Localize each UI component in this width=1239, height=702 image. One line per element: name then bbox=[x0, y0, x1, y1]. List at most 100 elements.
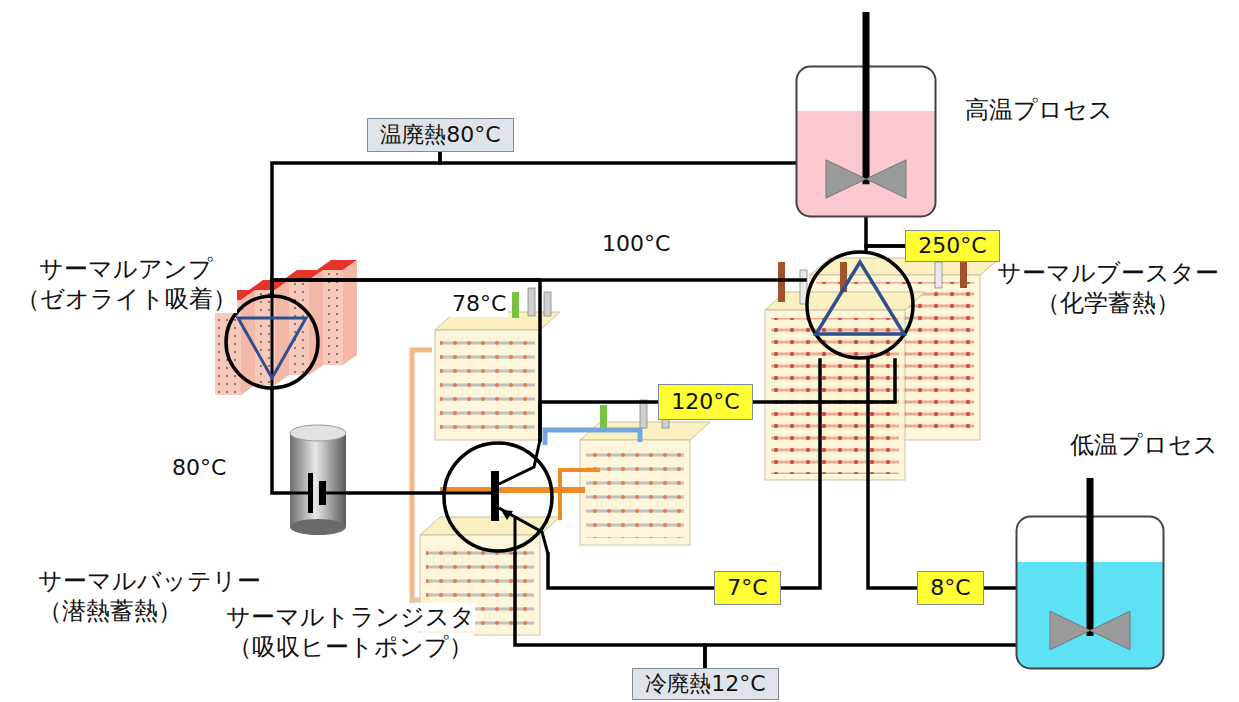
temperature-label: 100°C bbox=[600, 231, 672, 257]
pipe-line bbox=[781, 360, 820, 588]
drawing-part bbox=[512, 292, 519, 318]
pipe-path bbox=[272, 390, 290, 493]
temperature-text: 120°C bbox=[671, 391, 739, 413]
component-name: 高温プロセス bbox=[965, 95, 1115, 125]
drawing-part bbox=[560, 470, 600, 520]
pipe-path bbox=[548, 554, 714, 588]
thermal-transistor-symbol bbox=[441, 440, 555, 554]
drawing-part bbox=[778, 262, 785, 302]
drawing-part bbox=[343, 260, 357, 365]
drawing-part bbox=[600, 405, 607, 431]
component-name-text: サーマルアンプ （ゼオライト吸着） bbox=[16, 255, 237, 313]
drawing-part bbox=[863, 12, 870, 184]
pipe-line bbox=[753, 360, 895, 402]
pipe-line bbox=[272, 152, 440, 294]
drawing-part bbox=[290, 433, 346, 527]
thermal-battery-cylinder bbox=[290, 425, 346, 535]
thermal-booster-node: サーマルブースター （化学蓄熱） bbox=[805, 250, 915, 360]
drawing-part bbox=[1090, 611, 1130, 650]
pipe-path bbox=[781, 360, 820, 588]
temperature-text: 冷廃熱12°C bbox=[645, 673, 765, 695]
pipe-path bbox=[272, 152, 440, 294]
drawing-part bbox=[319, 481, 326, 505]
drawing-part bbox=[308, 473, 313, 513]
temperature-box: 冷廃熱12°C bbox=[632, 668, 779, 700]
temperature-text: 250°C bbox=[918, 235, 986, 257]
thermal-transistor-node: サーマルトランジスタ （吸収ヒートポンプ） bbox=[441, 440, 555, 554]
drawing-part bbox=[435, 330, 540, 440]
thermal-booster-symbol bbox=[805, 250, 915, 360]
pipe-line bbox=[272, 390, 290, 493]
process-tank bbox=[1015, 515, 1165, 670]
temperature-box: 250°C bbox=[905, 230, 1000, 262]
pipe-path bbox=[868, 360, 917, 588]
drawing-part bbox=[440, 338, 535, 434]
process-tank: 高温プロセス bbox=[795, 65, 937, 218]
temperature-text: 7°C bbox=[727, 577, 767, 599]
pipe-line bbox=[984, 588, 1015, 589]
drawing-part bbox=[586, 448, 684, 538]
temperature-box: 温廃熱80°C bbox=[367, 118, 514, 152]
drawing-part bbox=[640, 400, 647, 428]
component-name: サーマルアンプ （ゼオライト吸着） bbox=[10, 254, 242, 314]
pipe-line bbox=[440, 152, 795, 163]
pipe-line bbox=[866, 246, 905, 250]
drawing-part bbox=[960, 262, 967, 288]
pipe-path bbox=[866, 246, 905, 250]
absorption-heat-pump-vessels bbox=[410, 288, 710, 635]
drawing-part bbox=[807, 252, 913, 358]
drawing-part bbox=[866, 160, 906, 198]
drawing-part bbox=[826, 160, 866, 198]
pipe-path bbox=[272, 280, 540, 440]
drawing-part bbox=[771, 318, 899, 474]
pipe-path bbox=[515, 554, 705, 668]
drawing-part bbox=[290, 425, 346, 441]
pipe-path bbox=[272, 280, 805, 294]
drawing-part bbox=[545, 430, 640, 445]
pipe-line bbox=[346, 493, 441, 494]
drawing-part bbox=[816, 262, 904, 334]
drawing-part bbox=[501, 510, 513, 520]
drawing-part bbox=[1050, 611, 1090, 650]
pipe-line bbox=[866, 218, 905, 246]
drawing-part bbox=[514, 518, 517, 554]
drawing-part bbox=[290, 519, 346, 535]
pipe-line bbox=[540, 402, 658, 440]
drawing-part bbox=[580, 400, 710, 545]
process-tank: 低温プロセス bbox=[1015, 515, 1165, 670]
pipe-path bbox=[753, 360, 895, 402]
drawing-part bbox=[935, 262, 942, 288]
temperature-label: 80°C bbox=[170, 455, 228, 481]
pipe-line bbox=[705, 645, 1015, 668]
drawing-part bbox=[238, 318, 306, 378]
pipe-path bbox=[705, 645, 1015, 668]
drawing-part bbox=[441, 492, 491, 495]
chemical-storage-vessels bbox=[765, 258, 1000, 480]
process-tank bbox=[795, 65, 937, 218]
pipe-line bbox=[272, 280, 805, 294]
pipe-line bbox=[272, 280, 540, 440]
temperature-text: 温廃熱80°C bbox=[380, 124, 500, 146]
drawing-part bbox=[326, 492, 346, 495]
temperature-box: 120°C bbox=[658, 384, 753, 420]
drawing-part bbox=[1087, 478, 1094, 636]
temperature-label: 78°C bbox=[450, 291, 508, 317]
temperature-box: 8°C bbox=[917, 571, 984, 605]
component-name: サーマルトランジスタ （吸収ヒートポンプ） bbox=[218, 602, 482, 662]
pipe-path bbox=[866, 218, 905, 246]
drawing-part bbox=[440, 487, 585, 493]
pipe-path bbox=[984, 586, 1015, 590]
thermal-amp-symbol bbox=[224, 294, 320, 390]
pipe-line bbox=[515, 554, 705, 668]
thermal-amp-node: サーマルアンプ （ゼオライト吸着） bbox=[224, 294, 320, 390]
pipe-line bbox=[868, 360, 917, 588]
pipe-path bbox=[346, 491, 441, 495]
drawing-part bbox=[499, 440, 540, 484]
component-name: サーマルブースター （化学蓄熱） bbox=[995, 258, 1221, 318]
drawing-part bbox=[226, 296, 318, 388]
temperature-box: 7°C bbox=[714, 571, 781, 605]
drawing-part bbox=[580, 440, 690, 545]
pipe-path bbox=[440, 152, 795, 163]
pipe-line bbox=[548, 554, 714, 588]
